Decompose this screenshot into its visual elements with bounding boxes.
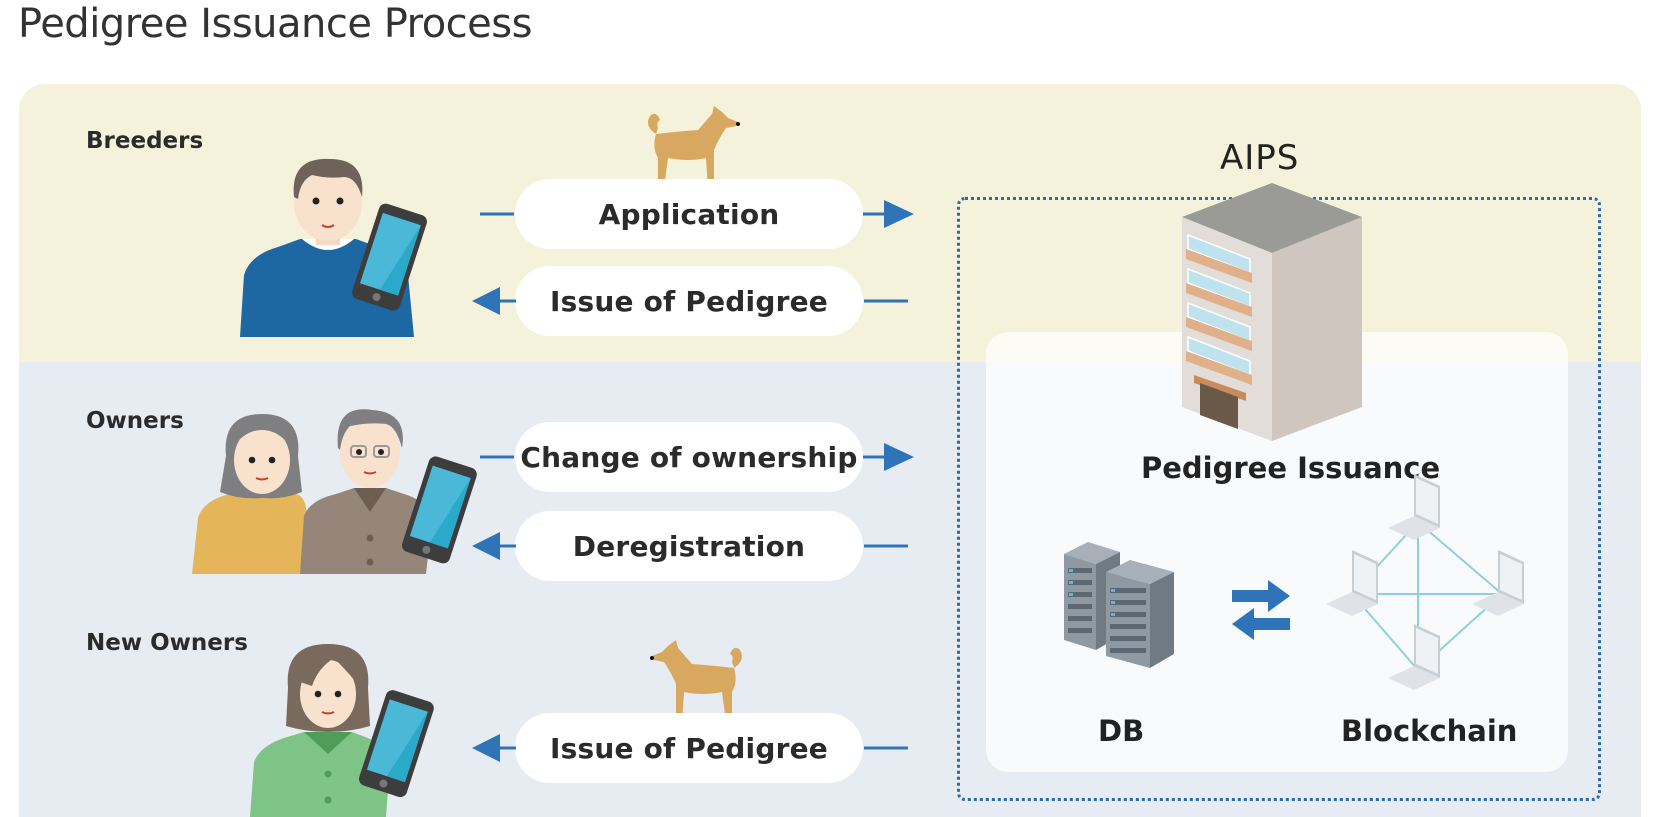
- flow-deregistration: Deregistration: [515, 511, 863, 581]
- flow-issue-of-pedigree-breeders: Issue of Pedigree: [515, 266, 863, 336]
- laptop-icon: [1326, 550, 1378, 616]
- arrow-left-icon: [472, 532, 908, 560]
- dog-icon: [650, 640, 742, 724]
- flow-issue-of-pedigree-new-owners: Issue of Pedigree: [515, 713, 863, 783]
- dog-icon: [648, 106, 740, 190]
- arrow-right-icon: [480, 200, 914, 228]
- owners-couple-icon: [192, 409, 477, 574]
- new-owner-person-icon: [250, 644, 434, 817]
- blockchain-label: Blockchain: [1341, 714, 1518, 748]
- group-label-owners: Owners: [86, 408, 184, 434]
- laptop-icon: [1388, 624, 1440, 690]
- db-label: DB: [1098, 714, 1145, 748]
- flow-application: Application: [515, 179, 863, 249]
- aips-label: AIPS: [1220, 138, 1300, 178]
- bidirectional-arrows-icon: [1232, 580, 1290, 640]
- breeder-person-icon: [240, 158, 427, 337]
- pedigree-issuance-label: Pedigree Issuance: [1141, 451, 1441, 485]
- arrow-right-icon: [480, 443, 914, 471]
- network-laptops-icon: [1326, 474, 1524, 690]
- laptop-icon: [1472, 550, 1524, 616]
- smartphone-icon: [352, 203, 427, 311]
- building-icon: [1182, 183, 1362, 441]
- group-label-breeders: Breeders: [86, 128, 204, 154]
- arrow-left-icon: [472, 734, 908, 762]
- arrow-left-icon: [472, 287, 908, 315]
- smartphone-icon: [359, 690, 434, 798]
- server-icon: [1064, 542, 1174, 668]
- flow-change-of-ownership: Change of ownership: [515, 422, 863, 492]
- smartphone-icon: [401, 456, 477, 564]
- laptop-icon: [1388, 474, 1440, 540]
- group-label-new-owners: New Owners: [86, 630, 248, 656]
- page-title: Pedigree Issuance Process: [18, 1, 532, 47]
